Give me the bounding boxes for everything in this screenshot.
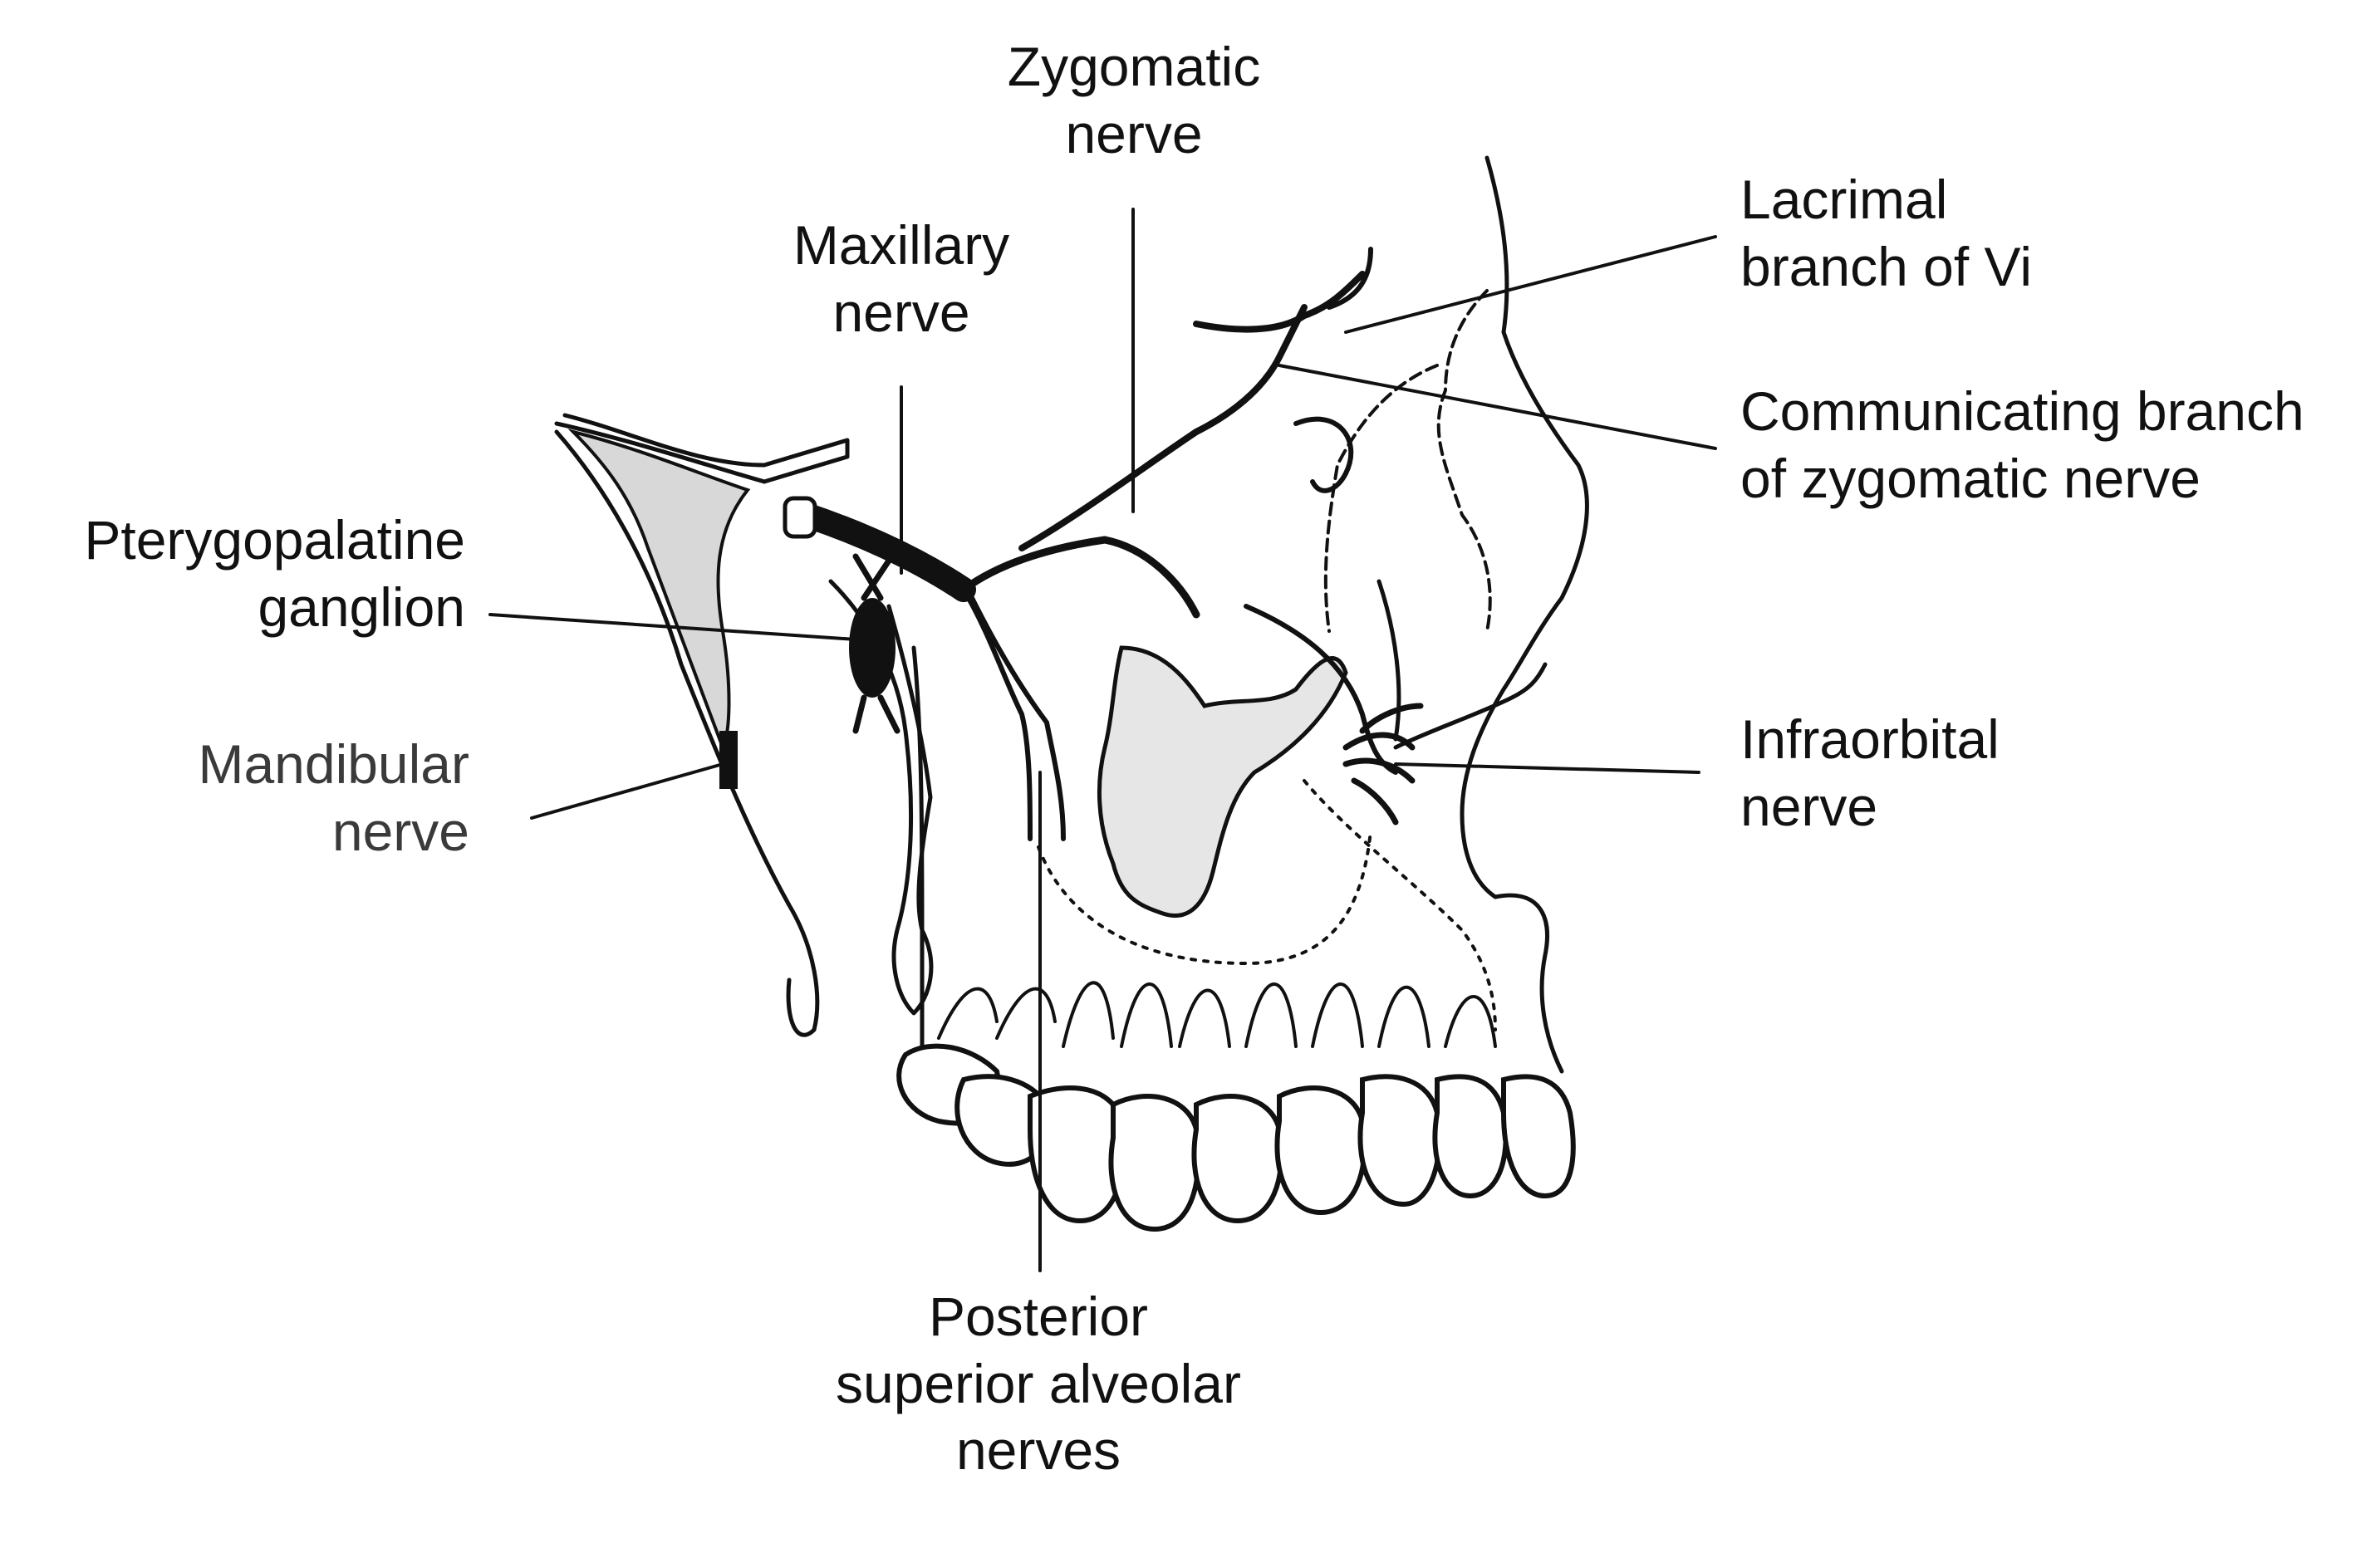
label-pterygopalatine-ganglion: Pterygopalatine ganglion: [84, 509, 465, 638]
pterygoid-plate-stipple: [567, 429, 751, 752]
label-maxillary-nerve: Maxillary nerve: [793, 214, 1010, 343]
orbit-floor: [1323, 364, 1439, 633]
infraorbital-branch: [1244, 604, 1398, 775]
label-zygomatic-nerve: Zygomatic nerve: [1007, 36, 1261, 164]
zygomatic-bone-outline: [1460, 155, 1589, 1074]
maxillary-nerve-continuation: [959, 536, 1200, 619]
orbit-rim: [1436, 289, 1492, 633]
maxillary-sinus: [1097, 645, 1348, 919]
tooth-roots: [937, 981, 1497, 1048]
maxilla-posterior: [911, 645, 925, 1074]
posterior-superior-alveolar-branch: [961, 587, 1033, 841]
label-communicating-branch: Communicating branch of zygomatic nerve: [1740, 380, 2304, 509]
maxillary-nerve-trunk: [793, 502, 976, 602]
teeth: [896, 1043, 1576, 1232]
label-mandibular-nerve: Mandibular nerve: [198, 733, 469, 862]
infraorbital-nerve-upper-2: [1376, 579, 1401, 742]
pterygoid-plate: [554, 413, 850, 484]
pterygoid-plate-front: [554, 429, 820, 1037]
leader-lines: [488, 208, 1717, 1272]
pterygoid-body: [828, 579, 934, 1016]
lacrimal-branch-fork: [1327, 247, 1373, 310]
label-posterior-superior-alveolar-nerves: Posterior superior alveolar nerves: [836, 1286, 1241, 1482]
pterygopalatine-ganglion: [849, 598, 896, 698]
label-lacrimal-branch: Lacrimal branch of Vi: [1740, 169, 2033, 297]
zygomatic-nerve-branch: [1018, 304, 1308, 551]
alveolar-dotted-line-2: [1303, 779, 1497, 1031]
communicating-branch-loop: [1293, 416, 1354, 493]
nerve-cut-end: [783, 496, 817, 539]
lacrimal-branch: [1193, 271, 1366, 333]
infraorbital-nerve-upper: [1393, 662, 1548, 750]
ganglion-roots: [852, 545, 900, 734]
posterior-superior-alveolar-branch-2: [969, 595, 1066, 841]
label-infraorbital-nerve: Infraorbital nerve: [1740, 708, 2000, 837]
alveolar-dotted-line: [1037, 829, 1372, 965]
mandibular-nerve-stump: [719, 731, 738, 789]
